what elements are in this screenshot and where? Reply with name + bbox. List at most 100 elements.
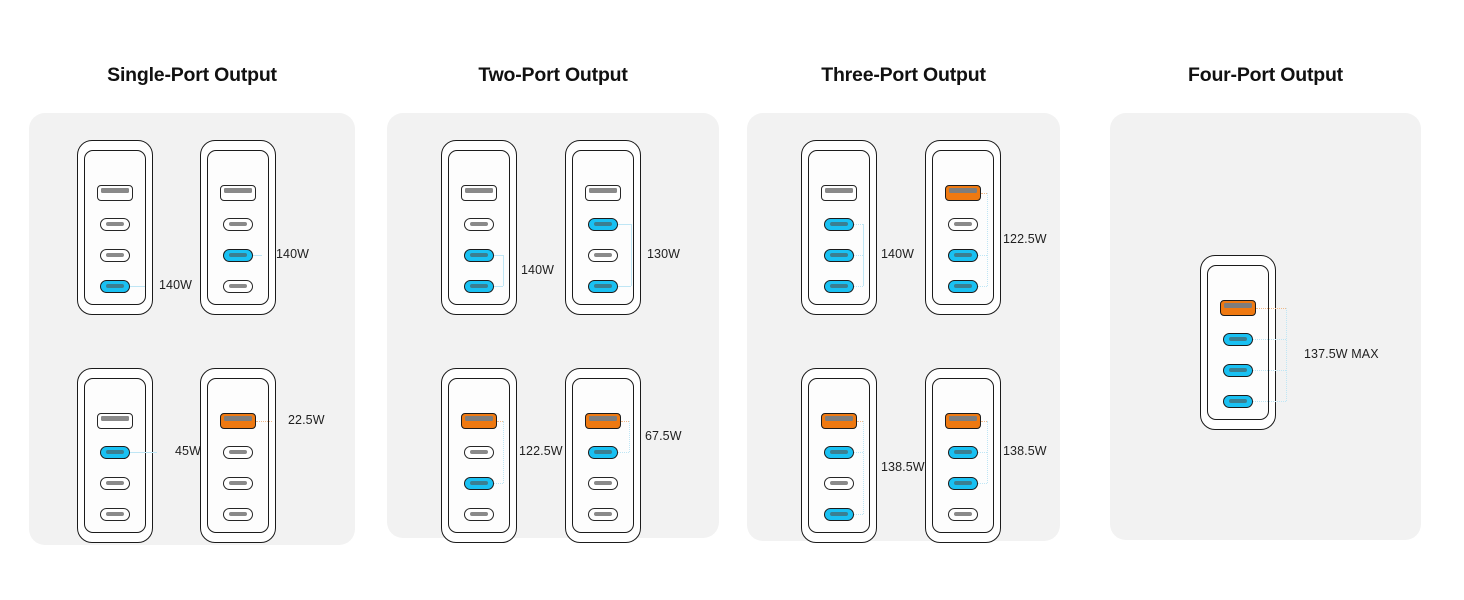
usb-c-port-active-icon[interactable] xyxy=(100,279,130,293)
port-contact-bar xyxy=(106,253,124,257)
port-contact-bar xyxy=(1229,399,1247,403)
usb-c-port-active-icon[interactable] xyxy=(824,217,854,231)
charger-unit xyxy=(801,368,877,543)
usb-c-port-icon[interactable] xyxy=(100,476,130,490)
usb-c-port-icon[interactable] xyxy=(588,248,618,262)
usb-c-port-active-icon[interactable] xyxy=(948,248,978,262)
usb-c-port-active-icon[interactable] xyxy=(223,248,253,262)
port-contact-bar xyxy=(470,512,488,516)
usb-a-port-active-icon[interactable] xyxy=(461,413,497,429)
usb-a-port-icon[interactable] xyxy=(220,185,256,201)
usb-a-port-icon[interactable] xyxy=(97,413,133,429)
usb-c-port-active-icon[interactable] xyxy=(464,476,494,490)
port-contact-bar xyxy=(106,512,124,516)
connector-line xyxy=(1253,370,1286,371)
connector-spine xyxy=(863,421,864,514)
connector-line xyxy=(253,255,262,256)
port-contact-bar xyxy=(825,416,853,422)
charger-unit xyxy=(441,368,517,543)
usb-c-port-active-icon[interactable] xyxy=(824,248,854,262)
usb-a-port-active-icon[interactable] xyxy=(821,413,857,429)
usb-c-port-active-icon[interactable] xyxy=(948,279,978,293)
usb-c-port-icon[interactable] xyxy=(223,476,253,490)
panel-3: Three-Port Output xyxy=(747,0,1060,600)
usb-c-port-icon[interactable] xyxy=(464,445,494,459)
connector-line xyxy=(854,514,863,515)
port-contact-bar xyxy=(954,253,972,257)
charger-unit xyxy=(77,368,153,543)
usb-c-port-icon[interactable] xyxy=(100,217,130,231)
connector-line xyxy=(1253,401,1286,402)
usb-c-port-icon[interactable] xyxy=(223,445,253,459)
wattage-label: 45W xyxy=(175,444,202,458)
usb-c-port-active-icon[interactable] xyxy=(588,279,618,293)
port-contact-bar xyxy=(470,253,488,257)
usb-a-port-active-icon[interactable] xyxy=(1220,300,1256,316)
usb-c-port-icon[interactable] xyxy=(948,217,978,231)
usb-a-port-active-icon[interactable] xyxy=(945,413,981,429)
charger-faceplate xyxy=(84,150,146,305)
usb-c-port-icon[interactable] xyxy=(948,507,978,521)
port-group xyxy=(441,368,517,543)
port-contact-bar xyxy=(830,512,848,516)
usb-a-port-icon[interactable] xyxy=(585,185,621,201)
usb-a-port-active-icon[interactable] xyxy=(945,185,981,201)
usb-a-port-icon[interactable] xyxy=(461,185,497,201)
port-contact-bar xyxy=(106,450,124,454)
port-contact-bar xyxy=(1229,337,1247,341)
charger-unit xyxy=(441,140,517,315)
port-group xyxy=(1200,255,1276,430)
usb-c-port-active-icon[interactable] xyxy=(1223,363,1253,377)
usb-c-port-active-icon[interactable] xyxy=(588,445,618,459)
port-contact-bar xyxy=(830,284,848,288)
usb-a-port-active-icon[interactable] xyxy=(220,413,256,429)
usb-c-port-active-icon[interactable] xyxy=(1223,394,1253,408)
usb-c-port-active-icon[interactable] xyxy=(948,476,978,490)
wattage-label: 130W xyxy=(647,247,681,261)
usb-c-port-active-icon[interactable] xyxy=(824,445,854,459)
usb-c-port-icon[interactable] xyxy=(223,279,253,293)
usb-a-port-icon[interactable] xyxy=(97,185,133,201)
usb-c-port-icon[interactable] xyxy=(824,476,854,490)
charger-unit xyxy=(801,140,877,315)
usb-a-port-icon[interactable] xyxy=(821,185,857,201)
connector-line xyxy=(1253,339,1286,340)
connector-line xyxy=(978,452,987,453)
usb-c-port-active-icon[interactable] xyxy=(588,217,618,231)
usb-c-port-icon[interactable] xyxy=(464,217,494,231)
connector-line xyxy=(130,286,145,287)
usb-c-port-active-icon[interactable] xyxy=(948,445,978,459)
port-contact-bar xyxy=(954,450,972,454)
usb-c-port-icon[interactable] xyxy=(100,507,130,521)
usb-c-port-active-icon[interactable] xyxy=(1223,332,1253,346)
usb-c-port-icon[interactable] xyxy=(223,217,253,231)
port-contact-bar xyxy=(589,416,617,422)
port-contact-bar xyxy=(594,284,612,288)
wattage-label: 138.5W xyxy=(1003,444,1047,458)
usb-c-port-icon[interactable] xyxy=(588,507,618,521)
port-contact-bar xyxy=(954,481,972,485)
usb-c-port-active-icon[interactable] xyxy=(824,279,854,293)
port-group xyxy=(565,140,641,315)
usb-c-port-icon[interactable] xyxy=(464,507,494,521)
usb-c-port-active-icon[interactable] xyxy=(824,507,854,521)
charger-unit xyxy=(77,140,153,315)
port-contact-bar xyxy=(949,188,977,194)
panel-title: Four-Port Output xyxy=(1188,64,1343,86)
port-contact-bar xyxy=(106,284,124,288)
port-contact-bar xyxy=(589,188,617,194)
connector-line xyxy=(497,421,503,422)
usb-c-port-icon[interactable] xyxy=(223,507,253,521)
port-contact-bar xyxy=(830,222,848,226)
usb-c-port-icon[interactable] xyxy=(588,476,618,490)
usb-c-port-active-icon[interactable] xyxy=(100,445,130,459)
usb-c-port-icon[interactable] xyxy=(100,248,130,262)
usb-c-port-active-icon[interactable] xyxy=(464,248,494,262)
usb-a-port-active-icon[interactable] xyxy=(585,413,621,429)
usb-c-port-active-icon[interactable] xyxy=(464,279,494,293)
connector-spine xyxy=(863,224,864,286)
